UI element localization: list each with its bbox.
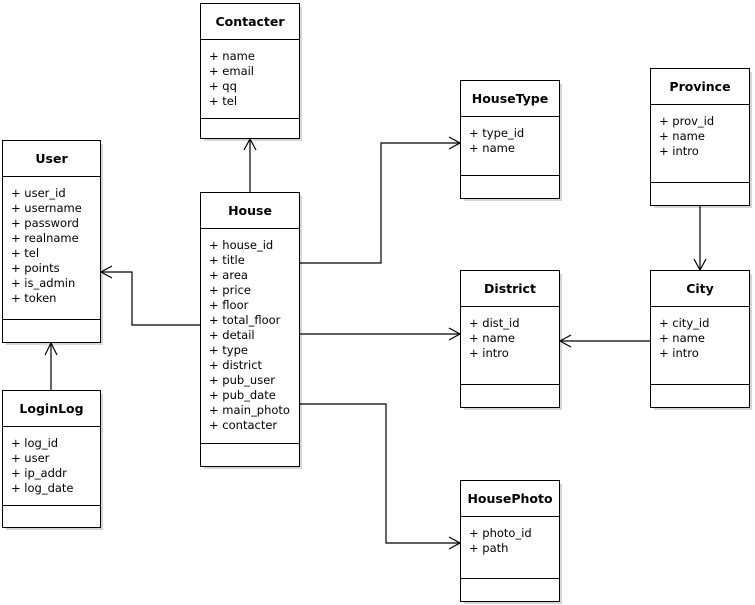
class-name-housephoto: HousePhoto	[461, 481, 559, 517]
class-attribute: + main_photo	[209, 402, 290, 417]
class-attribute: + detail	[209, 327, 255, 342]
class-operations-house	[201, 444, 299, 466]
class-attribute: + intro	[469, 345, 509, 360]
class-box-housephoto[interactable]: HousePhoto+ photo_id+ path	[460, 480, 560, 602]
class-attributes-district: + dist_id+ name+ intro	[461, 307, 559, 385]
class-box-province[interactable]: Province+ prov_id+ name+ intro	[650, 68, 750, 206]
class-attribute: + pub_user	[209, 372, 276, 387]
class-attribute: + district	[209, 357, 263, 372]
class-operations-housephoto	[461, 579, 559, 601]
class-attributes-housetype: + type_id+ name	[461, 117, 559, 176]
connector-city-to-district	[558, 334, 650, 348]
class-box-housetype[interactable]: HouseType+ type_id+ name	[460, 80, 560, 199]
class-attribute: + qq	[209, 78, 237, 93]
class-name-city: City	[651, 271, 749, 307]
class-operations-loginlog	[3, 506, 100, 528]
class-attribute: + name	[659, 330, 705, 345]
class-attribute: + intro	[659, 345, 699, 360]
class-attribute: + realname	[11, 230, 79, 245]
class-attributes-province: + prov_id+ name+ intro	[651, 105, 749, 183]
class-attribute: + area	[209, 267, 248, 282]
class-name-user: User	[3, 141, 100, 177]
class-attribute: + name	[469, 140, 515, 155]
class-attribute: + token	[11, 290, 57, 305]
class-attributes-contacter: + name+ email+ qq+ tel	[201, 40, 299, 119]
class-attribute: + dist_id	[469, 315, 520, 330]
class-attribute: + email	[209, 63, 255, 78]
class-attributes-loginlog: + log_id+ user+ ip_addr+ log_date	[3, 427, 100, 506]
class-box-contacter[interactable]: Contacter+ name+ email+ qq+ tel	[200, 3, 300, 139]
class-attribute: + name	[209, 48, 255, 63]
class-box-user[interactable]: User+ user_id+ username+ password+ realn…	[2, 140, 101, 343]
class-operations-user	[3, 320, 100, 342]
connector-house-to-contacter	[243, 137, 257, 192]
class-attribute: + type_id	[469, 125, 525, 140]
class-attribute: + tel	[209, 93, 238, 108]
connector-loginlog-to-user	[44, 341, 58, 390]
class-operations-city	[651, 385, 749, 407]
class-attribute: + contacter	[209, 417, 278, 432]
class-attribute: + username	[11, 200, 82, 215]
class-attribute: + photo_id	[469, 525, 532, 540]
class-box-city[interactable]: City+ city_id+ name+ intro	[650, 270, 750, 408]
connector-province-to-city	[693, 206, 707, 272]
class-operations-province	[651, 183, 749, 205]
class-box-loginlog[interactable]: LoginLog+ log_id+ user+ ip_addr+ log_dat…	[2, 390, 101, 528]
class-attribute: + is_admin	[11, 275, 76, 290]
class-attributes-house: + house_id+ title+ area+ price+ floor+ t…	[201, 229, 299, 444]
connector-house-to-housephoto	[300, 403, 462, 550]
class-name-contacter: Contacter	[201, 4, 299, 40]
class-name-province: Province	[651, 69, 749, 105]
connector-house-to-district	[300, 327, 462, 341]
class-name-loginlog: LoginLog	[3, 391, 100, 427]
class-attribute: + tel	[11, 245, 40, 260]
class-attribute: + path	[469, 540, 509, 555]
connector-house-to-housetype	[300, 136, 462, 264]
class-box-house[interactable]: House+ house_id+ title+ area+ price+ flo…	[200, 192, 300, 467]
class-attribute: + price	[209, 282, 251, 297]
class-attribute: + prov_id	[659, 113, 715, 128]
class-name-house: House	[201, 193, 299, 229]
class-attribute: + log_date	[11, 480, 74, 495]
class-attribute: + city_id	[659, 315, 710, 330]
class-attribute: + name	[659, 128, 705, 143]
class-attribute: + pub_date	[209, 387, 276, 402]
class-name-housetype: HouseType	[461, 81, 559, 117]
class-attribute: + password	[11, 215, 79, 230]
class-attribute: + title	[209, 252, 245, 267]
class-attribute: + type	[209, 342, 248, 357]
class-attributes-user: + user_id+ username+ password+ realname+…	[3, 177, 100, 320]
class-attributes-housephoto: + photo_id+ path	[461, 517, 559, 579]
class-name-district: District	[461, 271, 559, 307]
class-attribute: + floor	[209, 297, 249, 312]
connector-house-to-user	[99, 265, 200, 326]
class-attribute: + total_floor	[209, 312, 281, 327]
class-attribute: + user_id	[11, 185, 66, 200]
class-operations-contacter	[201, 119, 299, 141]
class-box-district[interactable]: District+ dist_id+ name+ intro	[460, 270, 560, 408]
class-operations-district	[461, 385, 559, 407]
class-attributes-city: + city_id+ name+ intro	[651, 307, 749, 385]
class-operations-housetype	[461, 176, 559, 198]
class-attribute: + ip_addr	[11, 465, 67, 480]
class-attribute: + log_id	[11, 435, 59, 450]
class-attribute: + points	[11, 260, 60, 275]
class-attribute: + name	[469, 330, 515, 345]
class-attribute: + intro	[659, 143, 699, 158]
class-attribute: + house_id	[209, 237, 274, 252]
class-attribute: + user	[11, 450, 50, 465]
